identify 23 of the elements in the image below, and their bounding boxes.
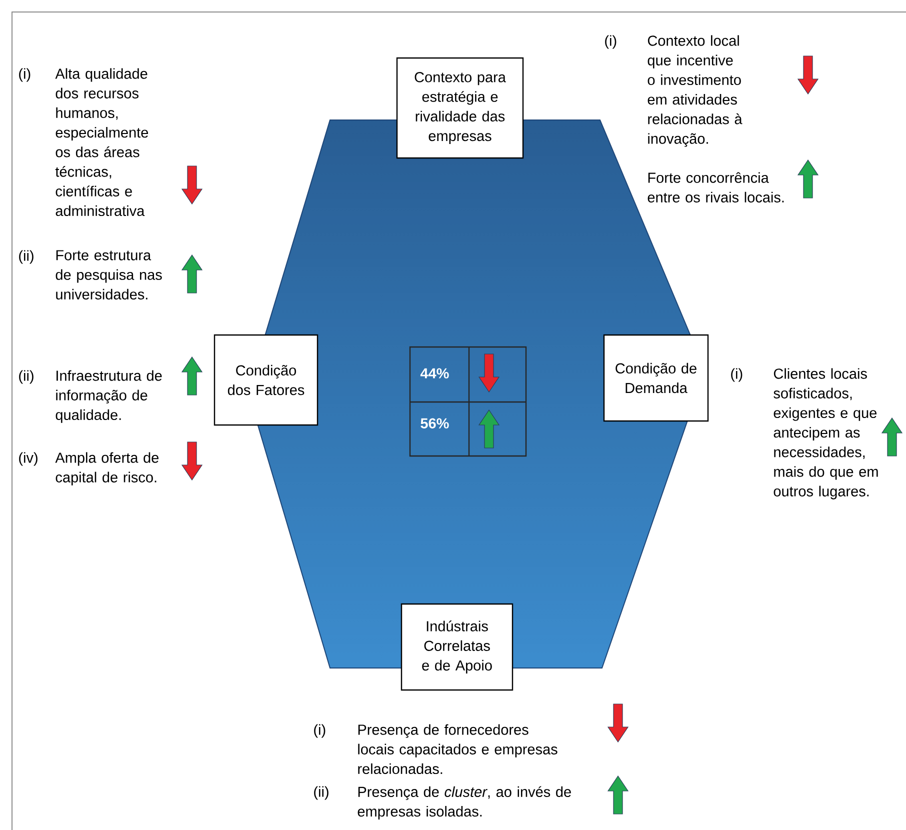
list-number: (ii) xyxy=(19,370,34,384)
text-box: Condição de Demanda xyxy=(603,334,709,422)
text-box: Condição dos Fatores xyxy=(214,334,318,426)
description-text: Presença de fornecedores locais capacitados e empresas relacionadas. xyxy=(358,724,558,774)
list-number: (i) xyxy=(605,35,616,49)
list-number: (ii) xyxy=(314,786,328,800)
description-text: Forte estrutura de pesquisa nas universidades. xyxy=(56,250,162,300)
description-text: Ampla oferta de capital de risco. xyxy=(55,452,158,486)
percentage-value: 44% xyxy=(420,368,449,378)
description-text: Alta qualidade dos recursos humanos, especialmente os das áreas técnicas, científicas e administrativa xyxy=(55,68,148,216)
text-box: Contexto para estratégia e rivalidade das empresas xyxy=(396,57,524,159)
list-number: (i) xyxy=(314,724,326,738)
description-text: Presença de cluster, ao invés de empresas isoladas. xyxy=(358,786,571,820)
text-box: Indústrais Correlatas e de Apoio xyxy=(400,603,514,691)
list-number: (i) xyxy=(731,368,742,382)
list-number: (ii) xyxy=(19,250,34,264)
list-number: (iv) xyxy=(19,452,38,466)
description-text: Forte concorrência entre os rivais locais. xyxy=(648,172,784,202)
percentage-value: 56% xyxy=(420,418,449,428)
list-number: (i) xyxy=(19,68,30,82)
description-text: Clientes locais sofisticados, exigentes e que antecipem as necessidades, mais do que em outros lugares. xyxy=(774,368,878,500)
description-text: Infraestrutura de informação de qualidade. xyxy=(56,370,162,423)
description-text: Contexto local que incentive o investimento em atividades relacionadas à inovação. xyxy=(648,35,742,147)
